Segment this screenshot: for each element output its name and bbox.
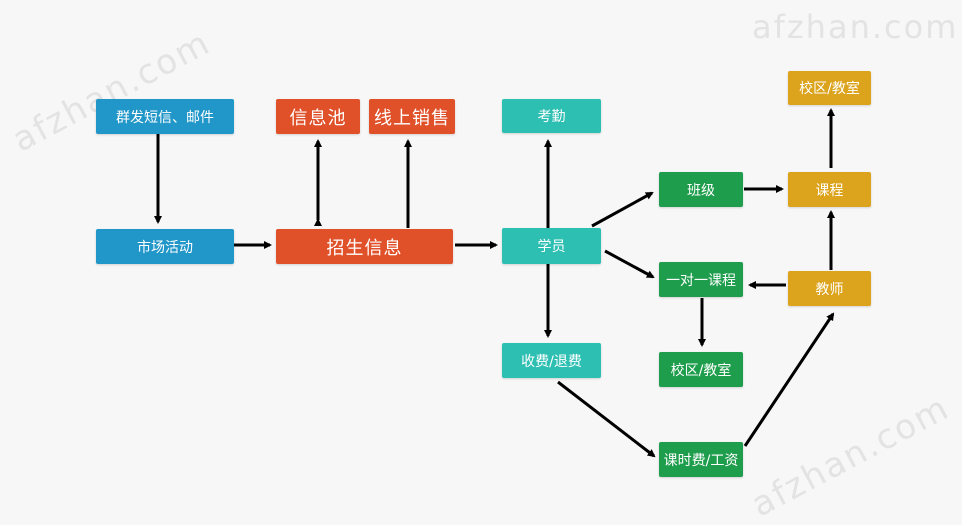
arrow-salary-to-teacher — [743, 312, 835, 447]
node-class-fee-salary: 课时费/工资 — [659, 442, 743, 477]
node-fee-refund: 收费/退费 — [502, 343, 601, 378]
arrow-fee-to-salary — [557, 380, 656, 458]
flow-arrows — [154, 108, 835, 458]
arrow-student-to-class — [591, 191, 654, 228]
node-attendance: 考勤 — [502, 99, 601, 133]
node-one-on-one-course: 一对一课程 — [659, 262, 743, 297]
node-course: 课程 — [788, 172, 871, 207]
node-student: 学员 — [502, 228, 601, 264]
node-enrollment-info: 招生信息 — [276, 229, 453, 264]
node-class: 班级 — [659, 172, 743, 207]
node-online-sales: 线上销售 — [369, 99, 455, 134]
node-info-pool: 信息池 — [276, 99, 360, 134]
node-market-activity: 市场活动 — [96, 229, 234, 264]
node-teacher: 教师 — [788, 271, 871, 306]
arrow-student-to-oneone — [604, 249, 655, 279]
node-campus-classroom-lower: 校区/教室 — [659, 352, 743, 387]
node-mass-sms-email: 群发短信、邮件 — [96, 99, 234, 134]
node-campus-classroom-upper: 校区/教室 — [788, 71, 871, 105]
watermark-top-right: afzhan.com — [752, 8, 959, 46]
